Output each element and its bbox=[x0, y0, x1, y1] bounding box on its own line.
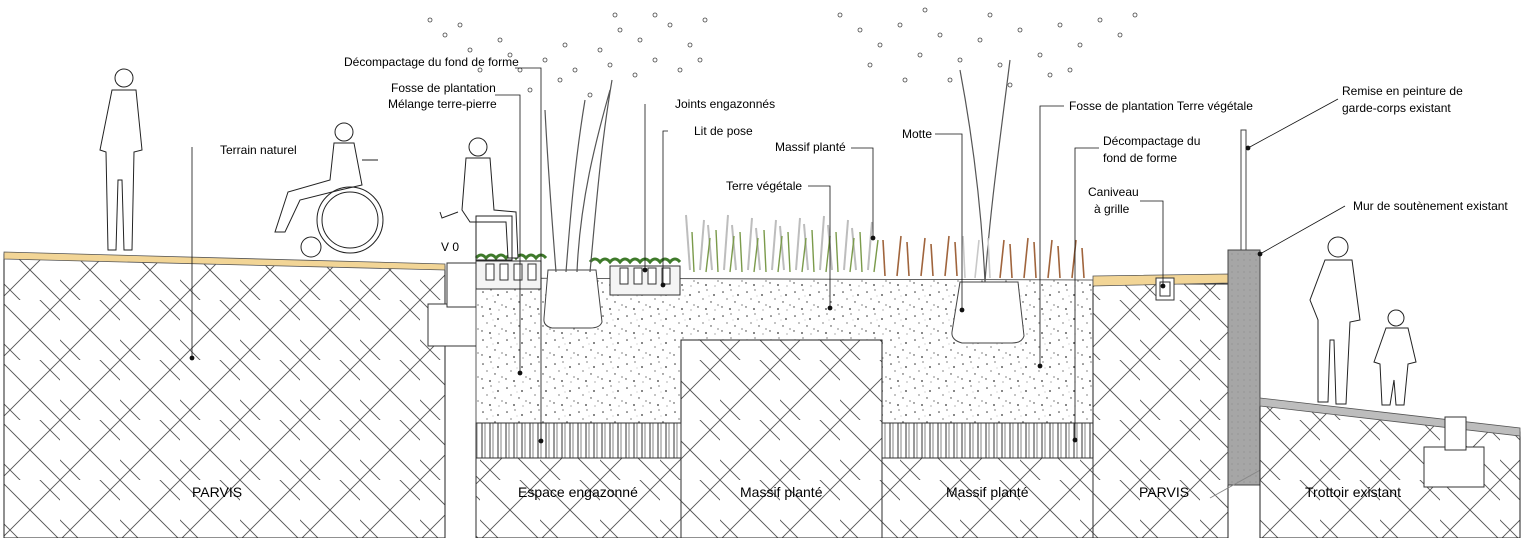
leader-dots bbox=[189, 145, 1263, 444]
label-terrain-naturel: Terrain naturel bbox=[220, 143, 297, 157]
decompactage-layer bbox=[475, 422, 1094, 459]
retaining-wall bbox=[1209, 129, 1283, 499]
label-joints-engazonnes: Joints engazonnés bbox=[675, 97, 775, 111]
ground-left-parvis bbox=[3, 251, 446, 538]
person-with-child-icon bbox=[1309, 236, 1417, 406]
label-caniveau-2: à grille bbox=[1094, 202, 1130, 216]
zone-parvis-right: PARVIS bbox=[1139, 484, 1189, 500]
zone-trottoir-existant: Trottoir existant bbox=[1305, 484, 1401, 500]
root-ball-right bbox=[951, 281, 1025, 344]
zone-espace-engazonne: Espace engazonné bbox=[518, 484, 638, 500]
label-decompactage-2: fond de forme bbox=[1103, 151, 1177, 165]
zone-parvis-left: PARVIS bbox=[192, 484, 242, 500]
leader-lines bbox=[191, 67, 1346, 441]
wheelchair-user-icon bbox=[274, 122, 384, 258]
label-decompactage-1: Décompactage du bbox=[1103, 134, 1200, 148]
person-standing-icon bbox=[99, 68, 143, 251]
label-v0: V 0 bbox=[441, 240, 459, 254]
label-remise-peinture-1: Remise en peinture de bbox=[1342, 84, 1463, 98]
person-seated-icon bbox=[439, 137, 519, 261]
label-fosse-terre-vegetale: Fosse de plantation Terre végétale bbox=[1069, 99, 1253, 113]
label-mur-soutenement: Mur de soutènement existant bbox=[1353, 199, 1508, 213]
label-fosse-plantation-1: Fosse de plantation bbox=[391, 81, 496, 95]
label-decompactage-top: Décompactage du fond de forme bbox=[344, 55, 519, 69]
label-massif-plante: Massif planté bbox=[775, 140, 846, 154]
tree-right bbox=[837, 7, 1138, 283]
label-lit-de-pose: Lit de pose bbox=[694, 124, 753, 138]
ground-right-parvis bbox=[1092, 273, 1229, 538]
zone-massif-plante-2: Massif planté bbox=[946, 484, 1029, 500]
massif-core bbox=[680, 339, 883, 538]
zone-dividers bbox=[475, 458, 1094, 538]
label-fosse-plantation-2: Mélange terre-pierre bbox=[388, 97, 497, 111]
label-motte: Motte bbox=[902, 127, 932, 141]
label-terre-vegetale: Terre végétale bbox=[726, 179, 802, 193]
root-ball-left bbox=[543, 269, 603, 329]
label-remise-peinture-2: garde-corps existant bbox=[1342, 101, 1451, 115]
planted-massif-vegetation bbox=[685, 214, 1085, 279]
tree-left bbox=[427, 12, 708, 273]
zone-massif-plante-1: Massif planté bbox=[740, 484, 823, 500]
label-caniveau-1: Caniveau bbox=[1088, 185, 1139, 199]
ground-trottoir bbox=[1259, 397, 1521, 538]
